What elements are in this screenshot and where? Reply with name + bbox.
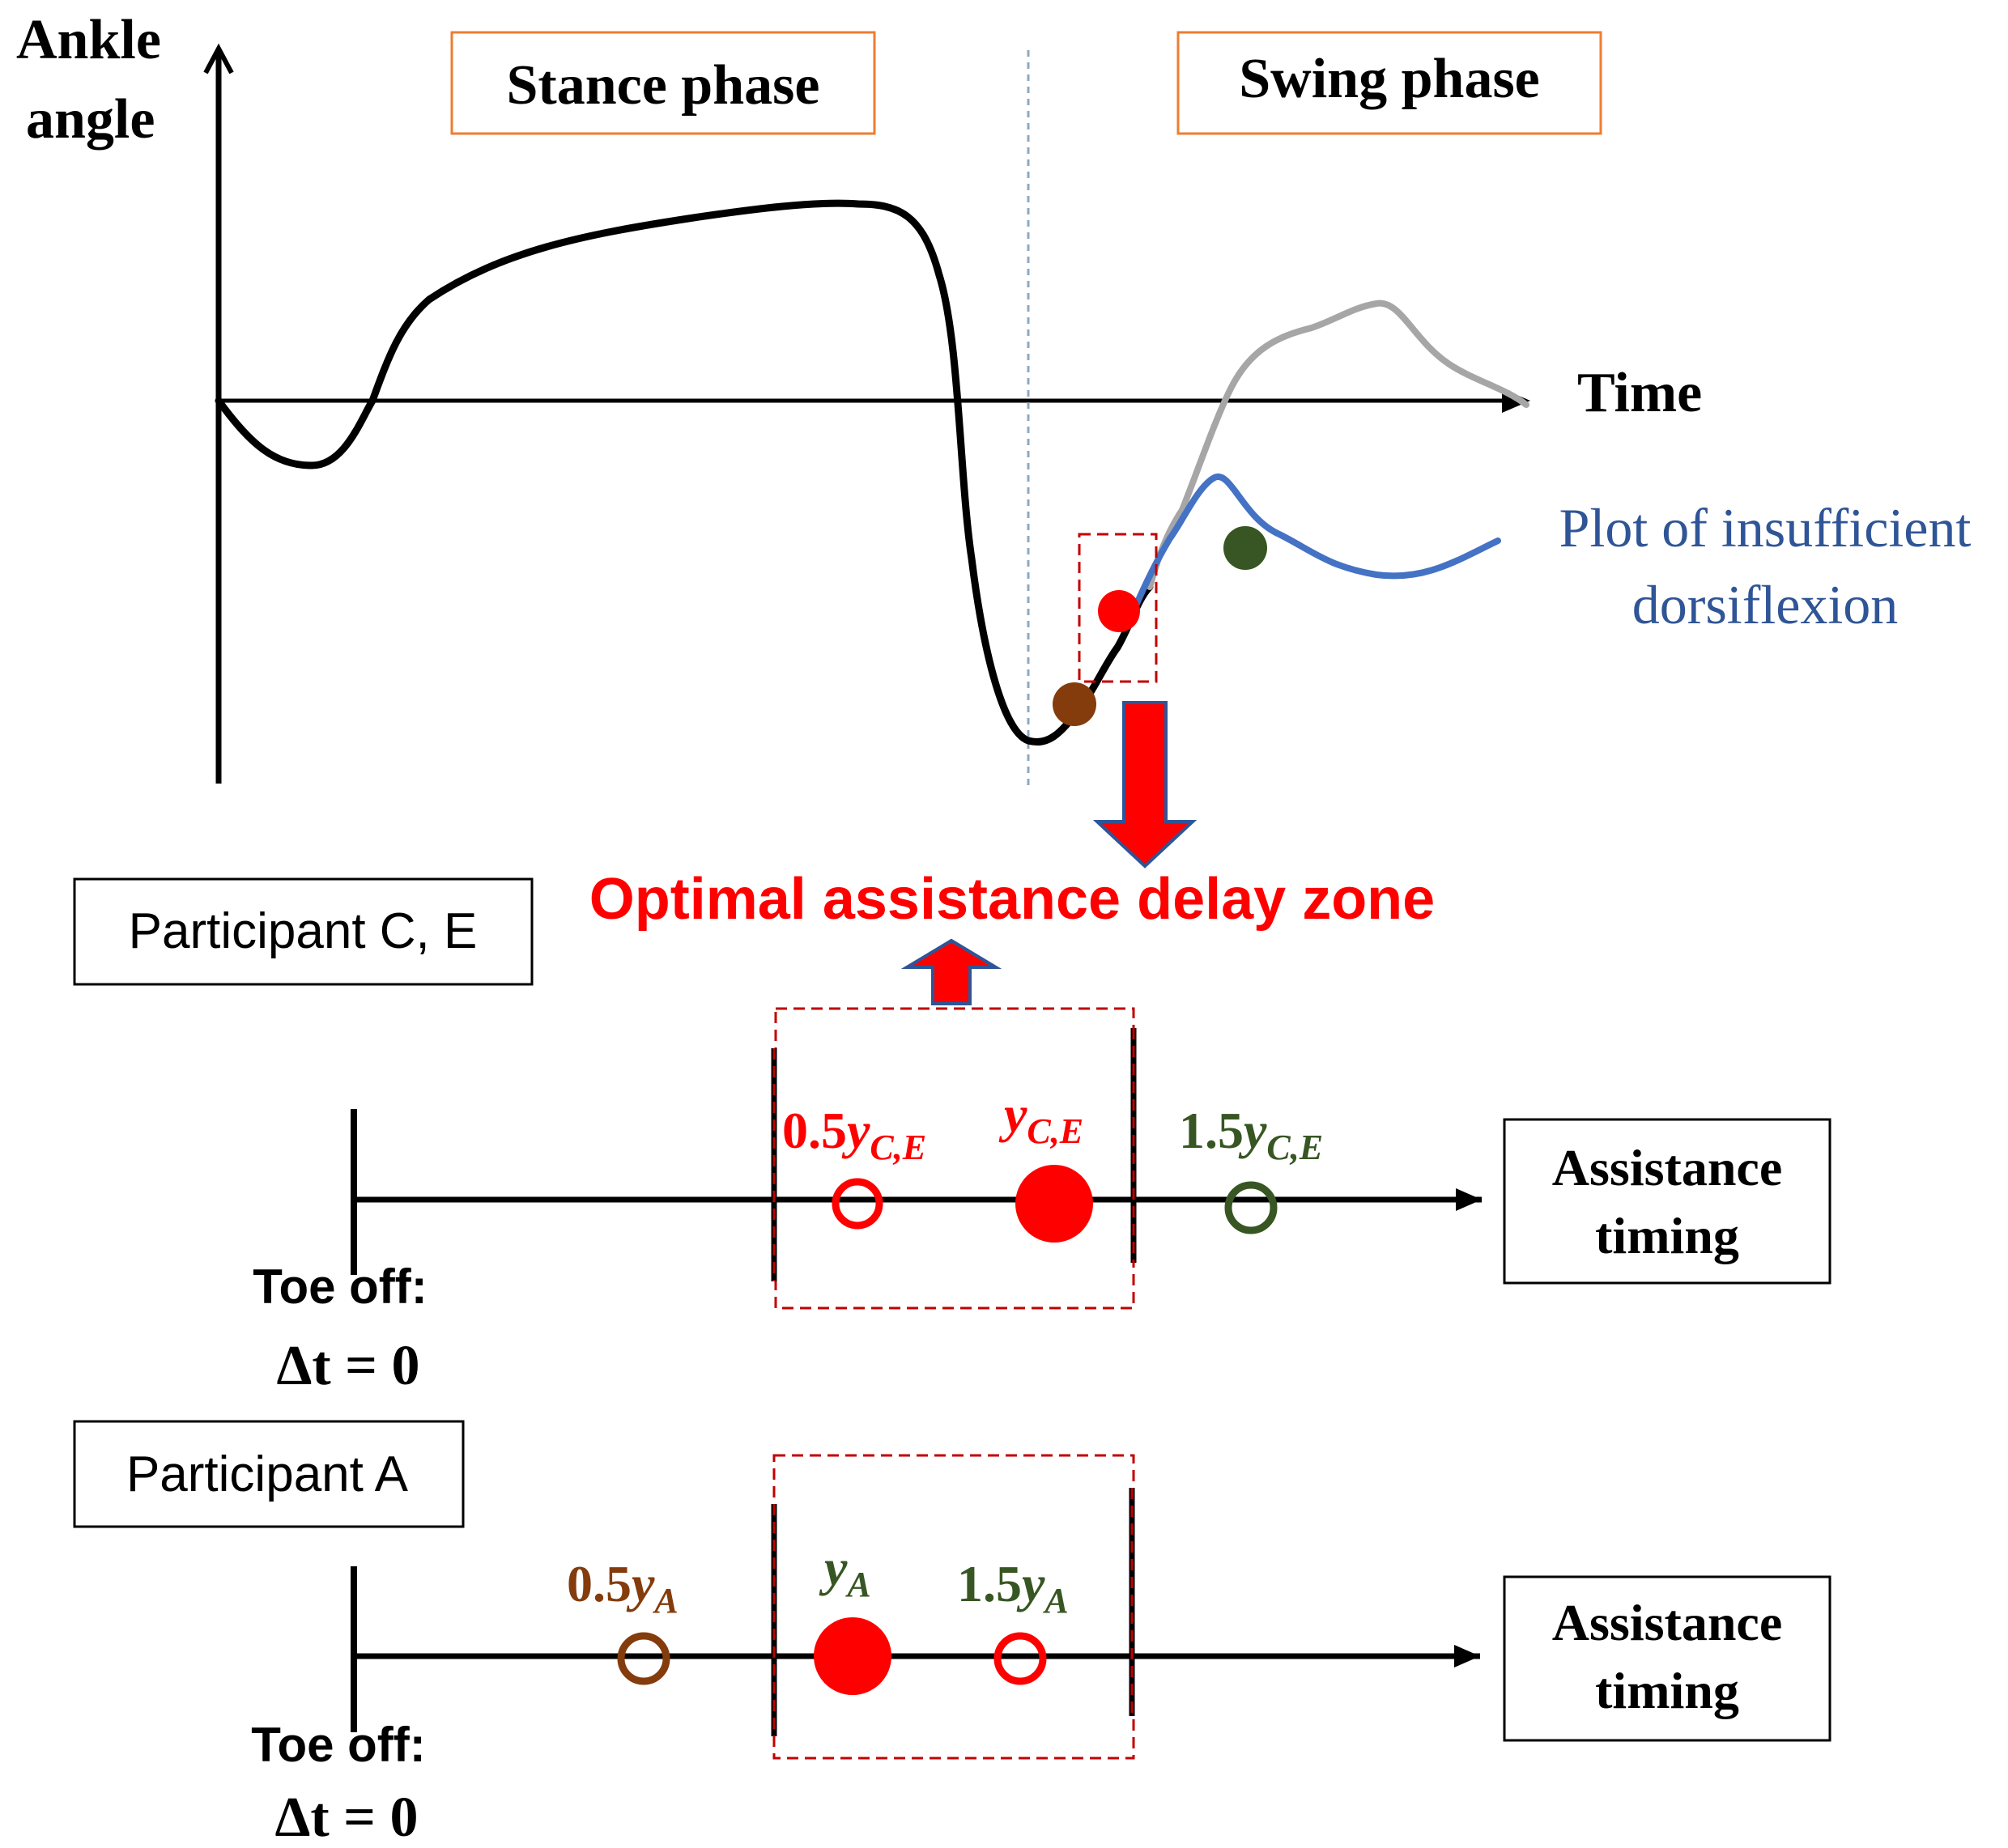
x-axis-label: Time: [1577, 362, 1702, 424]
insufficient-label-line1: Plot of insufficient: [1559, 497, 1972, 559]
optimal-zone-box-a: [772, 1454, 1135, 1760]
toe-off-label-a-line1: Toe off:: [251, 1718, 425, 1772]
participant-ce-box: [73, 877, 534, 986]
marker-ce-1-0: [1015, 1165, 1093, 1243]
brown-point: [1053, 682, 1096, 726]
marker-ce-0-5: [832, 1178, 883, 1230]
swing-phase-box: [1176, 31, 1602, 135]
optimal-zone-title: Optimal assistance delay zone: [589, 867, 1435, 932]
ankle-angle-plot: Ankle angle Time Stance phase Swing phas…: [16, 9, 1972, 1005]
assistance-box-a: [1503, 1575, 1831, 1742]
up-arrow: [900, 938, 1002, 1005]
toe-off-label-ce-line1: Toe off:: [253, 1260, 427, 1314]
stance-phase-box: [450, 31, 876, 135]
stance-phase-label: Stance phase: [507, 54, 820, 117]
label-a-1-5: 1.5yA: [957, 1555, 1069, 1621]
assistance-box-ce: [1503, 1118, 1831, 1285]
y-axis-label-line1: Ankle: [16, 9, 161, 71]
label-ce-1-5: 1.5yC,E: [1179, 1102, 1323, 1167]
participant-a-label: Participant A: [126, 1447, 409, 1502]
label-a-1-0: yA: [819, 1539, 871, 1604]
toe-off-label-a-line2: Δt = 0: [274, 1786, 418, 1848]
label-ce-0-5: 0.5yC,E: [782, 1102, 926, 1167]
assistance-label-a-line1: Assistance: [1552, 1594, 1782, 1651]
y-axis-label-line2: angle: [26, 88, 155, 151]
marker-a-1-0: [814, 1617, 891, 1695]
assistance-label-ce-line2: timing: [1595, 1207, 1739, 1264]
red-point: [1098, 590, 1140, 632]
assistance-label-ce-line1: Assistance: [1552, 1139, 1782, 1196]
timeline-participant-a: Participant A 0.5yA yA 1.5yA Toe off: Δt…: [73, 1420, 1831, 1848]
marker-a-0-5: [617, 1632, 670, 1685]
participant-ce-label: Participant C, E: [129, 903, 478, 959]
normal-swing-curve: [1147, 300, 1529, 590]
down-arrow: [1092, 701, 1198, 869]
label-ce-1-0: yC,E: [998, 1085, 1083, 1151]
label-a-0-5: 0.5yA: [567, 1555, 679, 1621]
marker-a-1-5: [993, 1632, 1047, 1685]
swing-phase-label: Swing phase: [1239, 48, 1540, 110]
timeline-participant-ce: Participant C, E 0.5yC,E yC,E 1.5yC,E To…: [73, 877, 1831, 1397]
marker-ce-1-5: [1224, 1181, 1278, 1234]
assistance-label-a-line2: timing: [1595, 1662, 1739, 1719]
toe-off-label-ce-line2: Δt = 0: [276, 1335, 419, 1397]
green-point: [1223, 526, 1267, 570]
normal-ankle-curve: [215, 199, 1154, 746]
insufficient-label-line2: dorsiflexion: [1632, 574, 1899, 635]
timeline-ce-arrowhead: [1456, 1188, 1482, 1211]
insufficient-dorsiflexion-curve: [1130, 473, 1501, 614]
timeline-a-arrowhead: [1454, 1645, 1480, 1667]
participant-a-box: [73, 1420, 465, 1528]
y-axis-arrowhead: [203, 43, 234, 74]
optimal-zone-box-on-curve: [1078, 533, 1158, 683]
